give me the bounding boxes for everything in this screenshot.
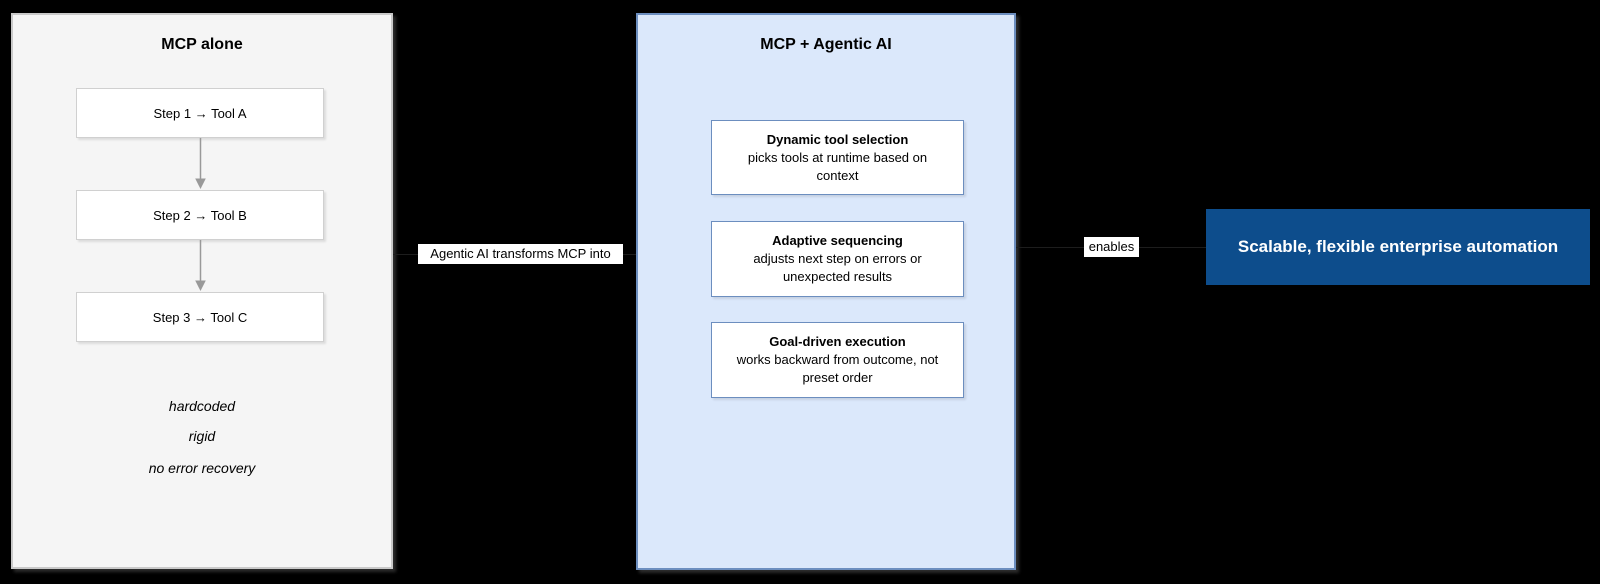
card-1-line-1: picks tools at runtime based on xyxy=(747,150,928,165)
card-1-title: Dynamic tool selection xyxy=(766,132,909,147)
step-box-2: Step 2 → Tool B xyxy=(76,190,324,240)
note-no-error-recovery: no error recovery xyxy=(148,460,256,476)
card-goal-driven-execution: Goal-driven execution works backward fro… xyxy=(711,322,964,398)
step-box-3: Step 3 → Tool C xyxy=(76,292,324,342)
arrow-down-icon xyxy=(195,240,206,291)
mcp-agentic-title: MCP + Agentic AI xyxy=(760,36,892,53)
step-box-1: Step 1 → Tool A xyxy=(76,88,324,138)
card-2-line-1: adjusts next step on errors or xyxy=(753,251,922,266)
connector-right-label: enables xyxy=(1084,237,1139,257)
connector-left-label: Agentic AI transforms MCP into xyxy=(418,244,623,264)
step-3-label: Step 3 → Tool C xyxy=(152,309,248,325)
step-2-label: Step 2 → Tool B xyxy=(153,207,247,223)
card-2-title: Adaptive sequencing xyxy=(772,233,903,248)
mcp-alone-panel: MCP alone Step 1 → Tool A Step 2 → Tool … xyxy=(11,13,393,569)
mcp-alone-title: MCP alone xyxy=(161,36,243,53)
result-box-label: Scalable, flexible enterprise automation xyxy=(1237,237,1559,256)
card-3-line-1: works backward from outcome, not xyxy=(736,352,939,367)
note-rigid: rigid xyxy=(188,428,216,444)
step-1-label: Step 1 → Tool A xyxy=(153,105,247,121)
card-3-title: Goal-driven execution xyxy=(769,334,906,349)
card-adaptive-sequencing: Adaptive sequencing adjusts next step on… xyxy=(711,221,964,297)
card-2-line-2: unexpected results xyxy=(782,269,893,284)
note-hardcoded: hardcoded xyxy=(168,398,236,414)
card-1-line-2: context xyxy=(816,168,859,183)
result-box: Scalable, flexible enterprise automation xyxy=(1206,209,1590,285)
arrow-down-icon xyxy=(195,138,206,189)
card-3-line-2: preset order xyxy=(802,370,873,385)
mcp-agentic-panel: MCP + Agentic AI Dynamic tool selection … xyxy=(636,13,1016,570)
card-dynamic-tool-selection: Dynamic tool selection picks tools at ru… xyxy=(711,120,964,195)
